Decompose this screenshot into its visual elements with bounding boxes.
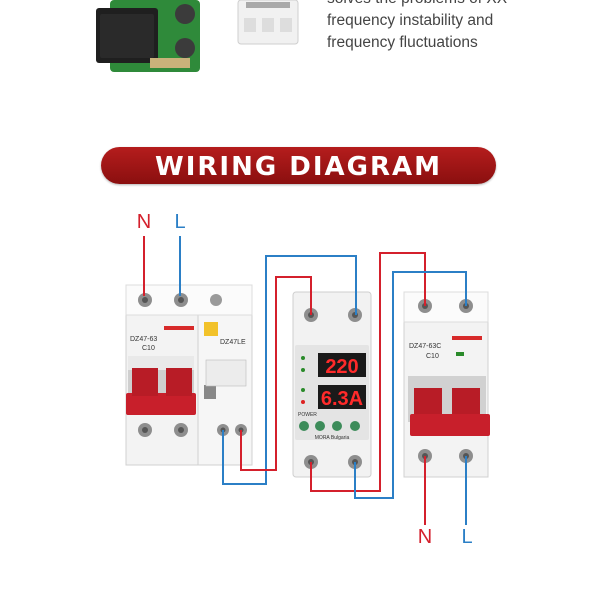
output-live-label: L: [461, 526, 472, 548]
pcb-photo: [96, 0, 200, 72]
description-line-2: frequency instability and: [327, 12, 494, 29]
input-neutral-label: N: [137, 211, 151, 233]
current-display: 6.3A: [321, 388, 363, 410]
description-line-1: solves the problems of XX: [327, 0, 597, 10]
right-breaker-model: DZ47-63C: [409, 343, 441, 350]
wiring-diagram-banner: WIRING DIAGRAM: [101, 147, 496, 184]
left-breaker: DZ47-63 C10 DZ47LE: [125, 284, 253, 466]
right-breaker-rating: C10: [426, 353, 439, 360]
input-live-label: L: [174, 211, 185, 233]
voltage-display: 220: [325, 356, 358, 378]
wiring: [143, 236, 467, 525]
left-breaker-rating: C10: [142, 345, 155, 352]
live-to-protector-wire: [222, 255, 357, 485]
protector-to-breaker-neutral: [310, 252, 426, 492]
protector-brand: MORA Bulgaria: [315, 435, 350, 441]
left-breaker-model: DZ47-63: [130, 336, 157, 343]
terminal-photo: [237, 0, 299, 45]
top-description: solves the problems of XX frequency inst…: [327, 0, 597, 54]
output-neutral-label: N: [418, 526, 432, 548]
right-breaker: DZ47-63C C10: [403, 291, 490, 478]
description-line-3: frequency fluctuations: [327, 34, 478, 51]
protector-to-breaker-live: [354, 271, 467, 499]
voltage-protector: 220 6.3A POWER MORA Bulgaria: [292, 291, 372, 478]
power-label: POWER: [298, 412, 317, 418]
rcd-model: DZ47LE: [220, 339, 246, 346]
neutral-to-protector-wire: [240, 276, 312, 471]
banner-title: WIRING DIAGRAM: [155, 152, 442, 182]
